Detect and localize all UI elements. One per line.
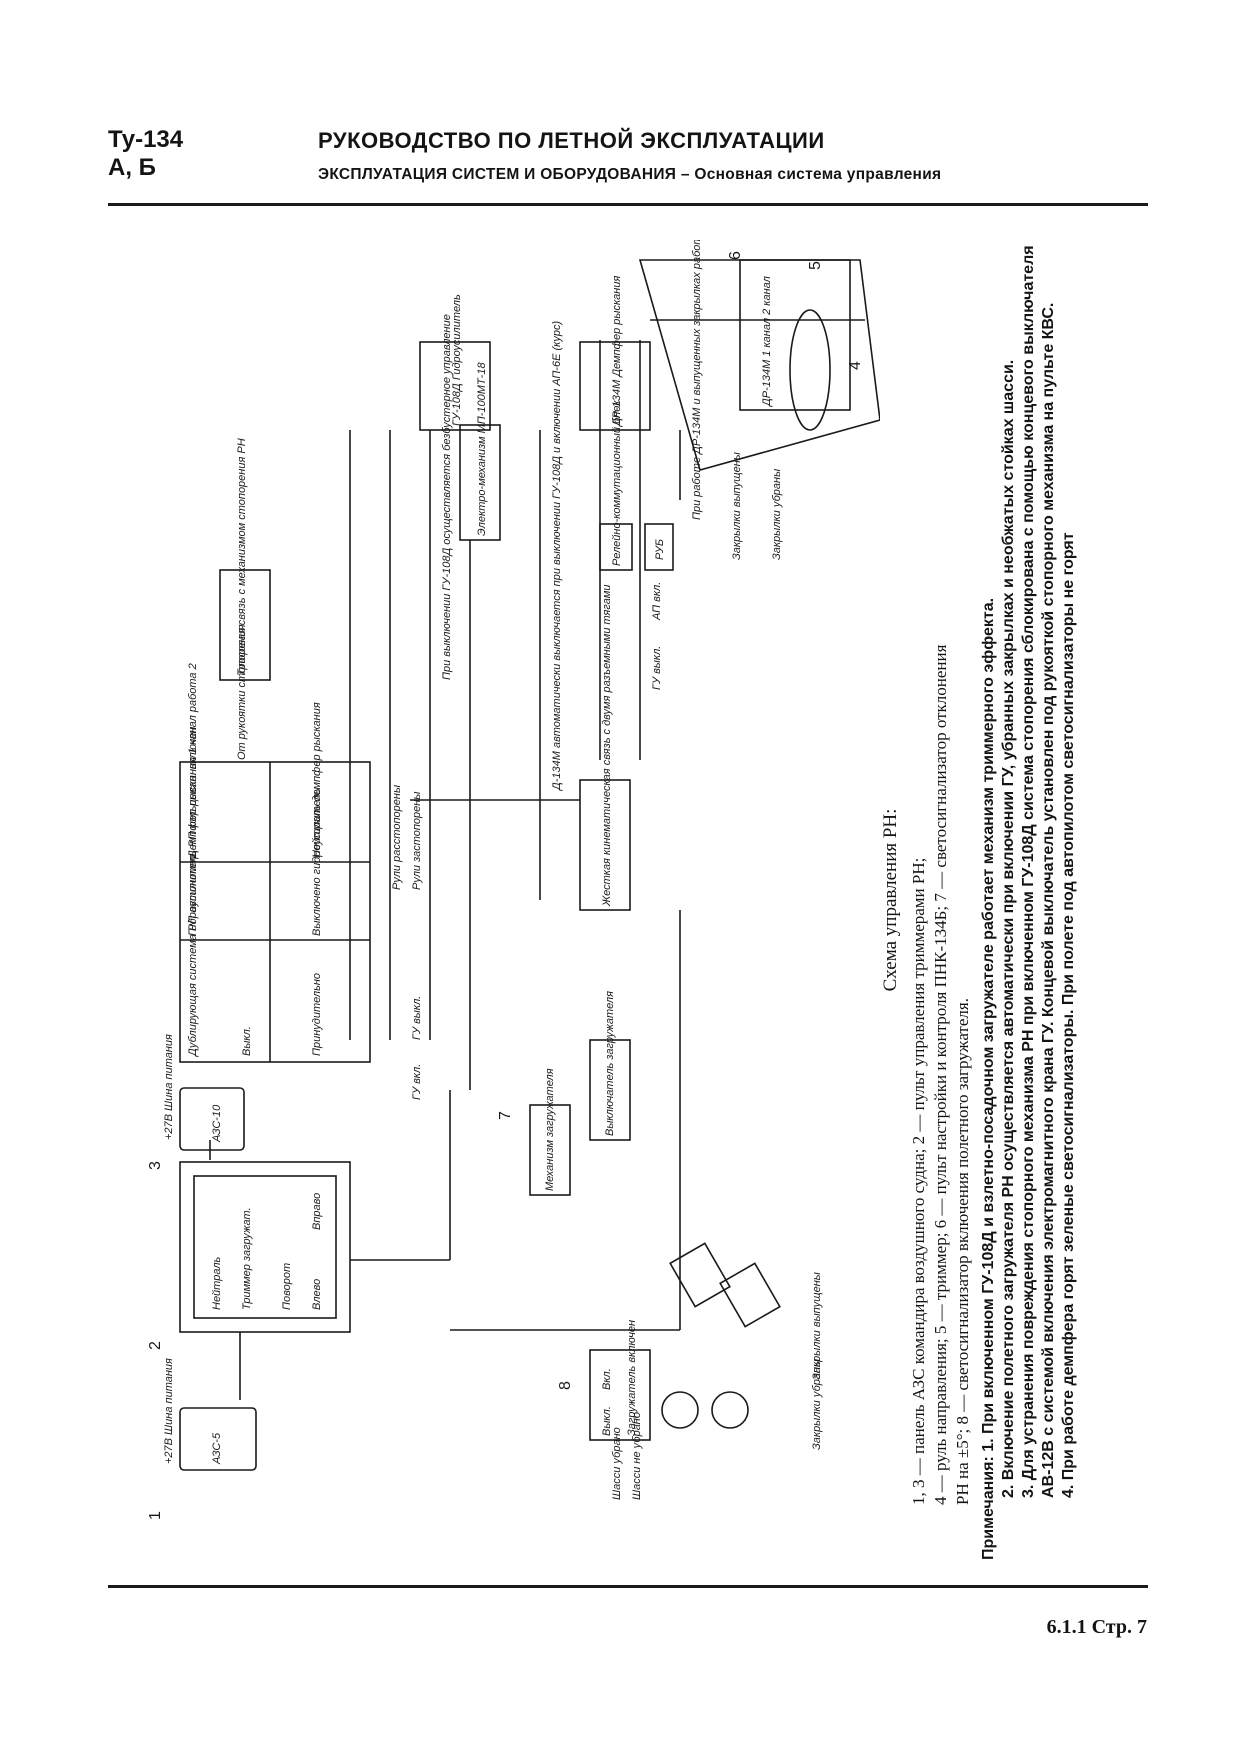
dr134m-label: ДР-134М Демпфер рыскания — [611, 276, 623, 428]
gu108d-box — [419, 341, 491, 431]
azs5-label: АЗС-5 — [211, 1432, 223, 1465]
callout-5: 5 — [807, 261, 824, 270]
panel-hyd-off-label: Выключено гидроусилитель — [311, 788, 323, 936]
trimmer-panel — [179, 1161, 351, 1333]
relay-block-label: Релейно-коммутационный блок — [611, 400, 623, 566]
flaps-extended-bottom-label: Закрылки выпущены — [811, 1272, 823, 1380]
bus-27v-top-label: +27В Шина питания — [163, 1034, 175, 1140]
chassis-retracted-label: Шасси убрано — [611, 1427, 623, 1500]
chassis-switch-panel — [589, 1349, 651, 1441]
header-rule — [108, 203, 1148, 206]
note-4: 4. При работе демпфера горят зеленые све… — [1060, 532, 1078, 1498]
cable-link-label: Тросовая связь с механизмом стопорения Р… — [236, 438, 248, 676]
pnk134b-panel — [739, 259, 851, 411]
callout-6: 6 — [727, 251, 744, 260]
panel-dup-label: Дублирующая система РП автономно — [187, 854, 199, 1058]
callout-4: 4 — [847, 361, 864, 370]
chassis-off-label: Выкл. — [601, 1406, 613, 1436]
panel-neutral-label: Нейтраль демпфер рыскания — [311, 702, 323, 858]
gu108d-off-note: При выключении ГУ-108Д осуществляется бе… — [441, 314, 453, 680]
aircraft-designation: Ту-134 А, Б — [108, 126, 183, 183]
loader-on-label: Загружатель включен — [626, 1320, 638, 1436]
panel2-trimmer-label: Триммер загружат. — [241, 1207, 253, 1310]
azs5-panel — [179, 1407, 257, 1471]
dr134m-box — [579, 341, 651, 431]
panel-hyd-label: Гидроусилитель РП кольцеван. включен — [187, 727, 199, 936]
chassis-not-retracted-label: Шасси не убрано — [631, 1412, 643, 1500]
load-mechanism-label: Механизм загружателя — [544, 1068, 556, 1191]
d134m-auto-note: Д-134М автоматически выключается при вык… — [551, 321, 563, 792]
gu-off-label: ГУ выкл. — [651, 646, 663, 690]
cable-link-box — [219, 569, 271, 681]
caption-legend: 1, 3 — панель АЗС командира воздушного с… — [908, 240, 973, 1560]
panel2-left-label: Влево — [311, 1279, 323, 1310]
aircraft-model: Ту-134 — [108, 126, 184, 153]
rub-block — [644, 523, 674, 571]
flaps-retracted-label: Закрылки убраны — [771, 469, 783, 560]
figure-caption: Схема управления РН: 1, 3 — панель АЗС к… — [880, 240, 1079, 1560]
footer-rule — [108, 1585, 1148, 1588]
electromechanism-label: Электро-механизм МП-100МТ-18 — [476, 362, 488, 536]
rp-unlocked-label: Рули расстопорены — [391, 785, 403, 890]
panel-damper-label: Демпфер рыскания 1 канал работа 2 — [187, 663, 199, 860]
note-2: 2. Включение полетного загружателя РН ос… — [1000, 359, 1018, 1498]
aircraft-variants: А, Б — [108, 154, 156, 182]
caption-notes: Примечания: 1. При включенном ГУ-108Д и … — [979, 240, 1079, 1560]
legend-line: РН на ±5°; 8 — светосигнализатор включен… — [952, 998, 972, 1505]
rp-locked-label: Рули застопорены — [411, 792, 423, 890]
document-subtitle: ЭКСПЛУАТАЦИЯ СИСТЕМ И ОБОРУДОВАНИЯ – Осн… — [318, 166, 942, 183]
callout-2: 2 — [147, 1341, 164, 1350]
legend-line: 1, 3 — панель АЗС командира воздушного с… — [909, 857, 928, 1505]
azs10-panel — [179, 1087, 245, 1151]
kinematic-link-label: Жесткая кинематическая связь с двумя раз… — [601, 585, 613, 908]
legend-line: 4 — руль направления; 5 — триммер; 6 — п… — [930, 644, 950, 1505]
flaps-retracted-bottom-label: Закрылки убраны — [811, 1359, 823, 1450]
callout-1: 1 — [147, 1511, 164, 1520]
page-number: 6.1.1 Стр. 7 — [1046, 1616, 1147, 1638]
loader-switch-label: Выключатель загружателя — [604, 991, 616, 1136]
panel-off-label: Выкл. — [241, 1026, 253, 1056]
kinematic-link-box — [579, 779, 631, 911]
gu-off-top-label: ГУ выкл. — [411, 996, 423, 1040]
azs10-label: АЗС-10 — [211, 1104, 223, 1143]
ap-on-label: АП вкл. — [651, 582, 663, 621]
note-1: Примечания: 1. При включенном ГУ-108Д и … — [980, 597, 998, 1560]
dr134m-work-note: При работе ДР-134М и выпущенных закрылка… — [691, 240, 703, 520]
electromechanism-box — [459, 424, 501, 541]
loader-switch-box — [589, 1039, 631, 1141]
trimmer-panel-inner — [193, 1175, 337, 1319]
dr134m-panel-label: ДР-134М 1 канал 2 канал — [761, 276, 773, 408]
callout-7: 7 — [497, 1111, 514, 1120]
panel2-turn-label: Поворот — [281, 1263, 293, 1310]
callout-3: 3 — [147, 1161, 164, 1170]
rub-label: РУБ — [654, 539, 666, 560]
panel2-neutral-label: Нейтраль — [211, 1256, 223, 1310]
document-title: РУКОВОДСТВО ПО ЛЕТНОЙ ЭКСПЛУАТАЦИИ — [318, 128, 825, 153]
gu108d-label: ГУ-108Д Гидроусилитель — [451, 294, 463, 426]
rotated-figure-page: 1 2 3 4 5 6 7 8 +27В Шина питания АЗС-10… — [120, 240, 1150, 1560]
chassis-on-label: Вкл. — [601, 1368, 613, 1390]
caption-title: Схема управления РН: — [880, 808, 901, 992]
control-panel — [179, 761, 371, 1063]
bus-27v-left-label: +27В Шина питания — [163, 1358, 175, 1464]
from-lock-label: От рукоятки стопорения — [236, 624, 248, 760]
document-header: РУКОВОДСТВО ПО ЛЕТНОЙ ЭКСПЛУАТАЦИИ ЭКСПЛ… — [318, 128, 941, 184]
rudder-control-schematic: 1 2 3 4 5 6 7 8 +27В Шина питания АЗС-10… — [147, 240, 880, 1520]
callout-8: 8 — [557, 1381, 574, 1390]
panel2-right-label: Вправо — [311, 1193, 323, 1230]
note-3: 3. Для устранения повреждения стопорного… — [1020, 245, 1058, 1498]
load-mechanism — [529, 1104, 571, 1196]
gu-on-label: ГУ вкл. — [411, 1064, 423, 1100]
flaps-extended-label: Закрылки выпущены — [731, 452, 743, 560]
panel-forced-label: Принудительно — [311, 973, 323, 1056]
